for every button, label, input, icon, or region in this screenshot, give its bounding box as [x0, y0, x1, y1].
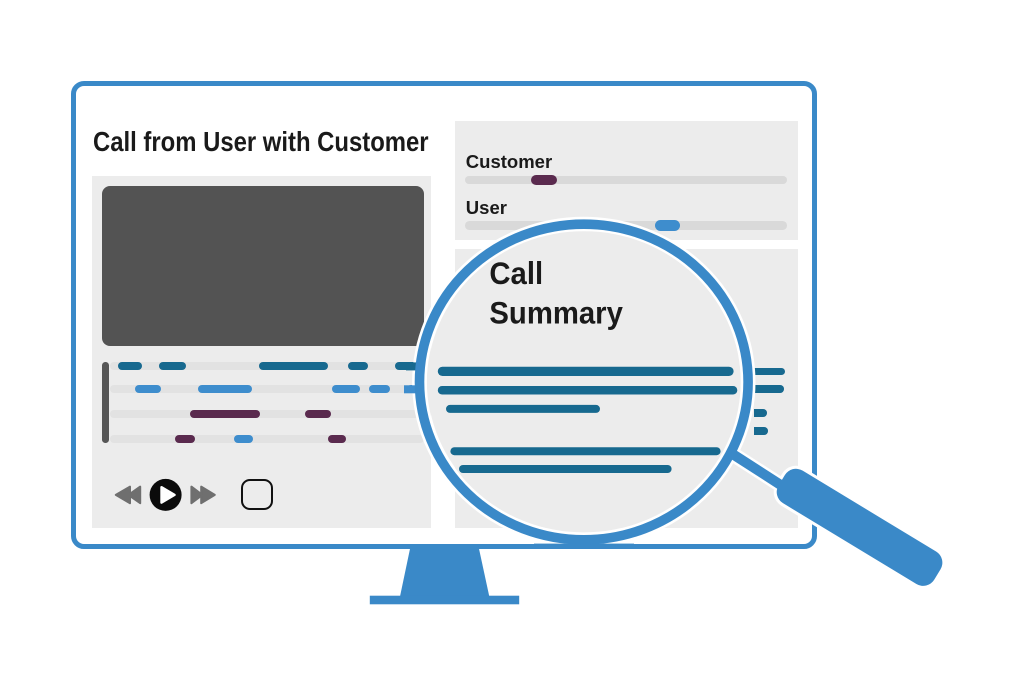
svg-text:Summary: Summary	[489, 295, 623, 330]
svg-text:Call: Call	[489, 256, 543, 291]
